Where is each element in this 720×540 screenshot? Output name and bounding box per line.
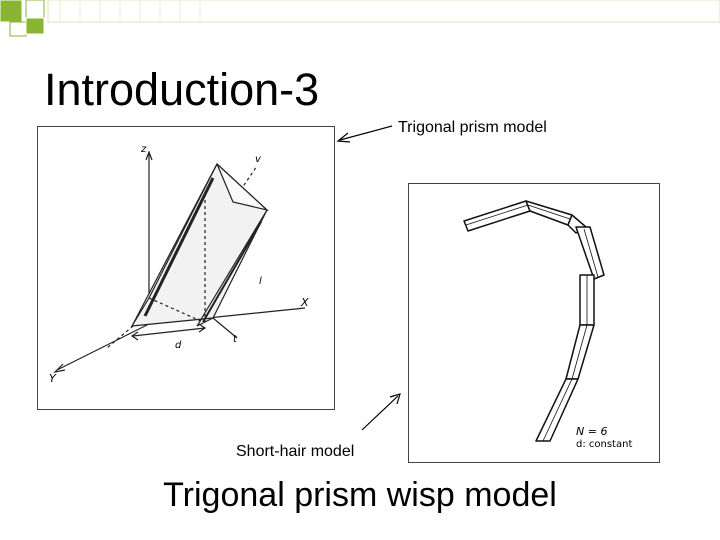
y-axis-line bbox=[56, 323, 150, 371]
short-hair-label: Short-hair model bbox=[236, 443, 355, 460]
y-axis-label: Y bbox=[49, 372, 57, 385]
arrow-to-short-hair bbox=[361, 395, 399, 431]
segment-count-label: N = 6 bbox=[576, 425, 607, 438]
v-axis-label: v bbox=[255, 154, 262, 165]
wisp-segment bbox=[575, 226, 605, 280]
z-axis-label: z bbox=[140, 144, 147, 155]
slide-title: Introduction-3 bbox=[44, 64, 320, 115]
constant-d-label: d: constant bbox=[576, 439, 632, 450]
short-hair-figure: N = 6 d: constant bbox=[408, 183, 660, 463]
trigonal-prism-figure: z v X Y l d t bbox=[37, 126, 335, 410]
corner-decoration bbox=[0, 0, 720, 37]
length-l-label: l bbox=[259, 276, 262, 287]
slide-caption: Trigonal prism wisp model bbox=[163, 476, 557, 514]
width-d-label: d bbox=[175, 340, 182, 351]
thickness-t-label: t bbox=[233, 334, 238, 345]
arrow-to-prism bbox=[339, 125, 393, 141]
wisp-segment bbox=[535, 378, 579, 442]
trigonal-prism-label: Trigonal prism model bbox=[398, 119, 547, 136]
x-axis-label: X bbox=[300, 296, 309, 309]
